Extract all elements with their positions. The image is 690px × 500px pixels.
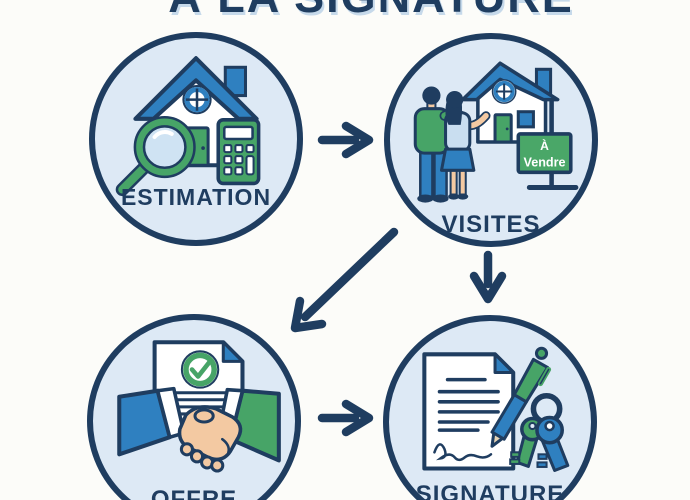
door-icon: [493, 113, 513, 144]
round-window-icon: [491, 79, 517, 104]
handshake-icon: [117, 386, 281, 473]
sale-sign-line1: À: [540, 138, 549, 153]
signature-icon: [422, 346, 570, 472]
step-circle-signature: SIGNATURE: [383, 315, 597, 500]
contract-icon: [422, 352, 516, 471]
step-label-offre: OFFRE: [150, 486, 238, 500]
arrow-visites-to-offre: [290, 227, 399, 333]
contract-lines: [437, 377, 500, 432]
sale-sign-line2: Vendre: [523, 155, 565, 169]
step-label-signature: SIGNATURE: [415, 481, 565, 500]
magnifier-icon: [115, 116, 196, 197]
sale-sign: À Vendre: [516, 132, 573, 175]
square-window-icon: [516, 110, 535, 129]
estimation-icon: [115, 56, 261, 197]
blue-key: [535, 415, 570, 472]
arrow-estimation-to-visites: [317, 121, 374, 159]
page-title: À LA SIGNATURE: [26, 0, 690, 23]
arrow-offre-to-signature: [317, 399, 374, 437]
arrow-visites-to-signature: [469, 250, 507, 304]
pen-icon: [490, 346, 552, 448]
woman-icon: [439, 91, 491, 200]
step-label-estimation: ESTIMATION: [120, 184, 272, 210]
calculator-icon: [216, 118, 261, 186]
check-badge-icon: [180, 350, 220, 389]
step-circle-estimation: ESTIMATION: [89, 32, 303, 246]
step-label-visites: VISITES: [441, 211, 541, 238]
visites-icon: À Vendre: [413, 61, 579, 203]
round-window-icon: [182, 84, 212, 115]
signature-squiggle: [433, 443, 493, 462]
step-circle-visites: À Vendre: [384, 33, 598, 247]
offre-icon: [117, 340, 281, 473]
keys-icon: [509, 392, 570, 472]
step-circle-offre: OFFRE: [87, 314, 301, 500]
